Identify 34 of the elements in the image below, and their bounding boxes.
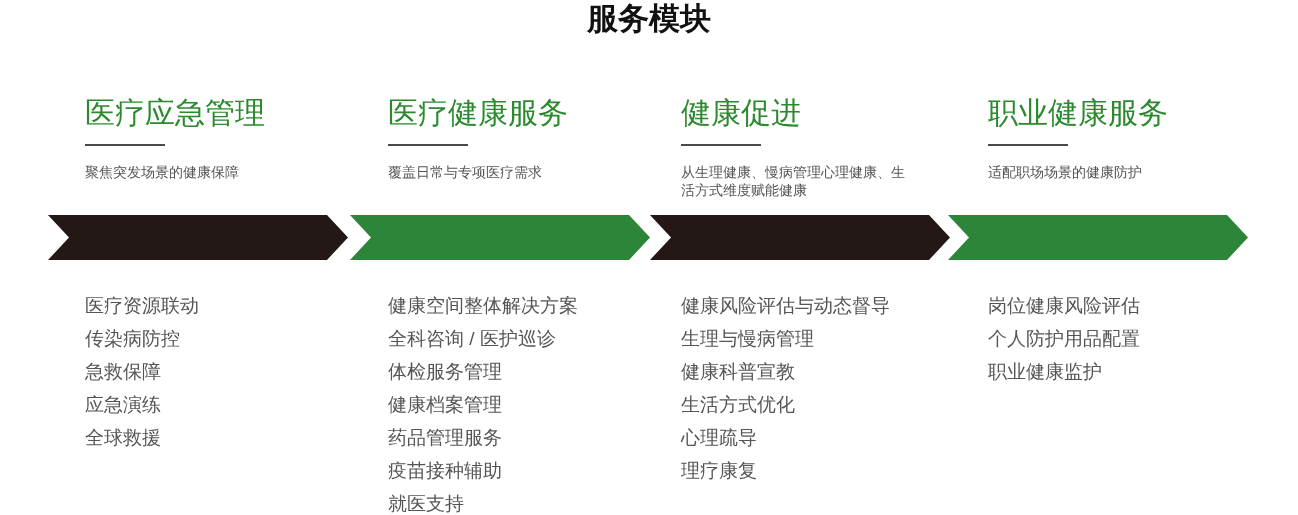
service-item: 应急演练 [85,393,161,417]
service-item: 就医支持 [388,492,464,515]
stage-heading: 职业健康服务 [988,95,1168,131]
process-step [350,215,650,260]
service-item: 健康空间整体解决方案 [388,294,578,318]
service-item: 急救保障 [85,360,161,384]
process-step [48,215,348,260]
process-step [650,215,950,260]
service-item: 全球救援 [85,426,161,450]
service-item: 疫苗接种辅助 [388,459,502,483]
service-item: 医疗资源联动 [85,294,199,318]
service-item: 个人防护用品配置 [988,327,1140,351]
service-item: 体检服务管理 [388,360,502,384]
stage-heading: 医疗应急管理 [85,95,265,131]
service-item: 健康档案管理 [388,393,502,417]
stage-description: 覆盖日常与专项医疗需求 [388,163,542,181]
service-item: 健康科普宣教 [681,360,795,384]
service-item: 健康风险评估与动态督导 [681,294,890,318]
service-item: 岗位健康风险评估 [988,294,1140,318]
stage-description: 适配职场场景的健康防护 [988,163,1142,181]
process-step [948,215,1248,260]
service-item: 全科咨询 / 医护巡诊 [388,327,556,351]
stage-heading: 医疗健康服务 [388,95,568,131]
stage-heading: 健康促进 [681,95,801,131]
service-item: 理疗康复 [681,459,757,483]
stage-description: 聚焦突发场景的健康保障 [85,163,239,181]
service-item: 心理疏导 [681,426,757,450]
service-item: 药品管理服务 [388,426,502,450]
service-item: 传染病防控 [85,327,180,351]
service-item: 生活方式优化 [681,393,795,417]
stage-description: 从生理健康、慢病管理心理健康、生活方式维度赋能健康 [681,163,906,199]
service-item: 职业健康监护 [988,360,1102,384]
diagram-title: 服务模块 [587,0,711,38]
service-item: 生理与慢病管理 [681,327,814,351]
